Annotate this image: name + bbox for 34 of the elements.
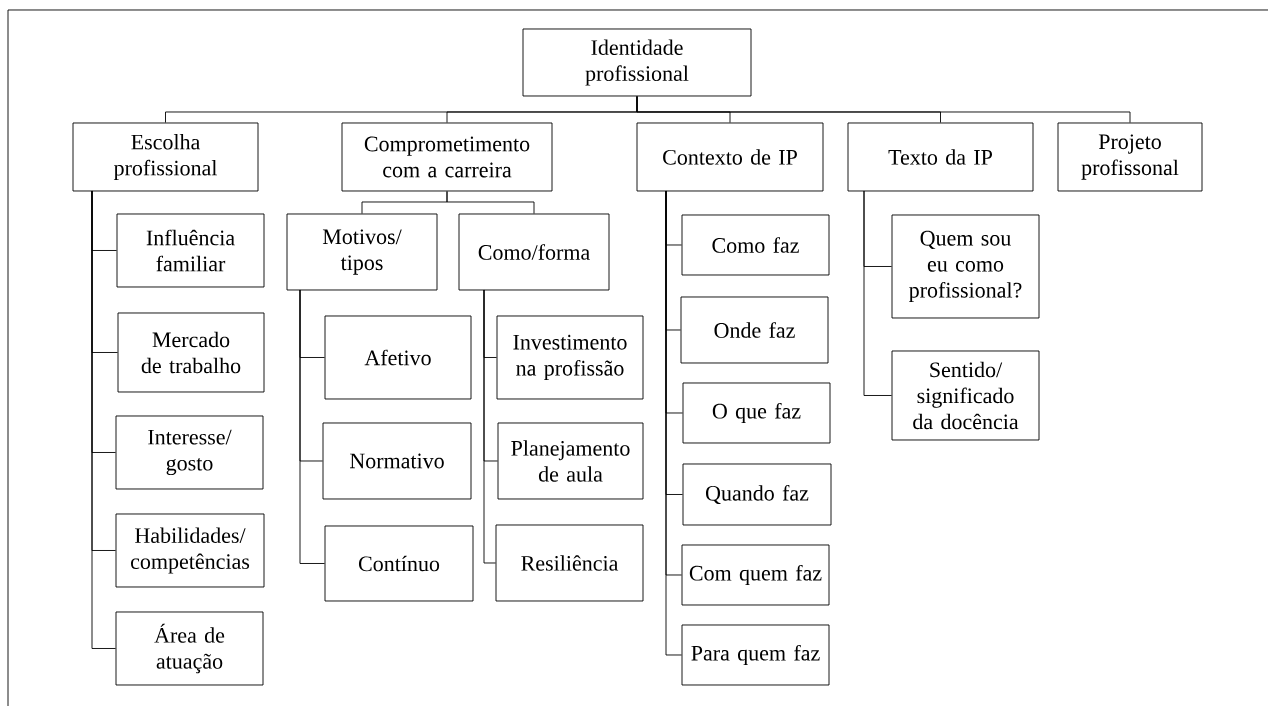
concept-box: Onde faz — [680, 296, 829, 364]
connector-line — [863, 190, 892, 396]
concept-box: Identidade profissional — [522, 28, 752, 97]
concept-box: Quando faz — [682, 463, 832, 526]
concept-box: O que faz — [682, 382, 831, 444]
concept-box: Como/forma — [458, 213, 610, 291]
concept-box: Escolha profissional — [72, 122, 259, 192]
concept-box: Mercado de trabalho — [117, 312, 265, 393]
connector-line — [636, 96, 1131, 123]
concept-box: Contexto de IP — [636, 122, 824, 192]
concept-box: Sentido/ significado da docência — [891, 350, 1040, 441]
concept-box: Investimento na profissão — [496, 315, 644, 400]
concept-box: Influência familiar — [116, 213, 265, 288]
concept-box: Motivos/ tipos — [286, 213, 438, 291]
concept-box: Como faz — [681, 214, 830, 276]
concept-box: Com quem faz — [681, 544, 830, 606]
connector-line — [91, 190, 116, 649]
concept-box: Normativo — [322, 422, 472, 500]
concept-box: Quem sou eu como profissional? — [891, 214, 1040, 319]
connector-line — [299, 289, 325, 564]
connector-line — [483, 289, 496, 564]
connector-line — [446, 191, 535, 214]
concept-box: Resiliência — [495, 524, 644, 602]
concept-box: Afetivo — [324, 315, 472, 400]
concept-box: Área de atuação — [115, 611, 264, 686]
concept-box: Para quem faz — [681, 624, 830, 686]
concept-box: Interesse/ gosto — [115, 415, 264, 490]
concept-box: Comprometimento com a carreira — [341, 122, 553, 192]
concept-box: Texto da IP — [847, 122, 1034, 192]
connector-line — [665, 190, 682, 656]
concept-box: Habilidades/ competências — [115, 513, 265, 588]
concept-box: Contínuo — [324, 525, 474, 602]
concept-box: Projeto profissonal — [1057, 122, 1203, 192]
concept-box: Planejamento de aula — [497, 422, 644, 500]
